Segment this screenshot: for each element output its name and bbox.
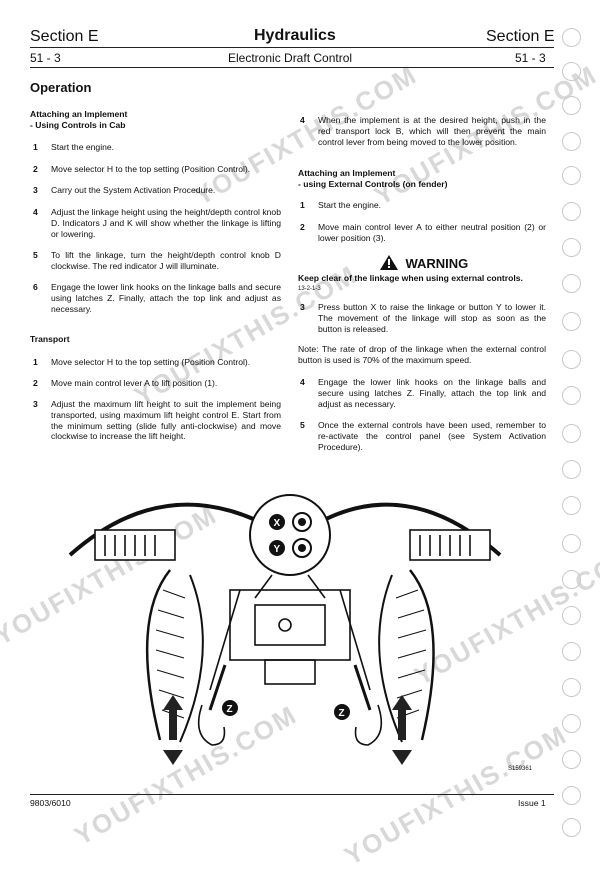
step-number: 3 bbox=[300, 302, 305, 312]
external-step-2: Move main control lever A to either neut… bbox=[318, 222, 546, 243]
cab-step-6: Engage the lower link hooks on the linka… bbox=[51, 282, 281, 314]
page-number-left: 51 - 3 bbox=[30, 51, 61, 65]
subheader-rule bbox=[30, 67, 554, 68]
document-number: 9803/6010 bbox=[30, 798, 71, 808]
note: Note: The rate of drop of the linkage wh… bbox=[298, 344, 546, 365]
step-number: 5 bbox=[33, 250, 38, 260]
transport-step-1: Move selector H to the top setting (Posi… bbox=[51, 357, 251, 367]
label-z-left: Z bbox=[227, 704, 233, 715]
section-right: Section E bbox=[486, 28, 555, 45]
external-step-3: Press button X to raise the linkage or b… bbox=[318, 302, 546, 334]
transport-heading: Transport bbox=[30, 334, 70, 344]
cab-step-1: Start the engine. bbox=[51, 142, 115, 152]
figure-reference: S159361 bbox=[508, 766, 533, 772]
warning-block: WARNING bbox=[380, 255, 468, 273]
step-number: 4 bbox=[300, 115, 305, 125]
section-left: Section E bbox=[30, 28, 99, 45]
external-step-5: Once the external controls have been use… bbox=[318, 420, 546, 452]
page-number-right: 51 - 3 bbox=[515, 51, 546, 65]
cab-step-2: Move selector H to the top setting (Posi… bbox=[51, 164, 251, 174]
label-x: X bbox=[274, 518, 281, 529]
warning-text: Keep clear of the linkage when using ext… bbox=[298, 273, 523, 283]
external-step-1: Start the engine. bbox=[318, 200, 382, 210]
transport-step-2: Move main control lever A to lift positi… bbox=[51, 378, 218, 388]
step-number: 6 bbox=[33, 282, 38, 292]
warning-code: 13-2-1-3 bbox=[298, 286, 321, 292]
cab-heading: Attaching an Implement - Using Controls … bbox=[30, 109, 128, 130]
step-number: 3 bbox=[33, 185, 38, 195]
label-z-right: Z bbox=[339, 708, 345, 719]
issue-label: Issue 1 bbox=[518, 798, 546, 808]
step-number: 1 bbox=[300, 200, 305, 210]
warning-title: WARNING bbox=[405, 256, 469, 271]
step-number: 3 bbox=[33, 399, 38, 409]
step-number: 5 bbox=[300, 420, 305, 430]
step-number: 1 bbox=[33, 142, 38, 152]
operation-heading: Operation bbox=[30, 80, 92, 95]
footer-rule bbox=[30, 794, 554, 795]
tractor-rear-illustration: X Y Z Z S159361 bbox=[68, 494, 533, 772]
cab-step-5: To lift the linkage, turn the height/dep… bbox=[51, 250, 281, 271]
external-heading: Attaching an Implement - using External … bbox=[298, 168, 448, 189]
step-number: 2 bbox=[300, 222, 305, 232]
step-number: 4 bbox=[33, 207, 38, 217]
page-subtitle: Electronic Draft Control bbox=[228, 51, 353, 65]
label-y: Y bbox=[274, 544, 281, 555]
step-number: 1 bbox=[33, 357, 38, 367]
step-number: 4 bbox=[300, 377, 305, 387]
transport-step-4: When the implement is at the desired hei… bbox=[318, 115, 546, 147]
header-rule bbox=[30, 47, 554, 49]
step-number: 2 bbox=[33, 164, 38, 174]
page-title: Hydraulics bbox=[254, 27, 336, 44]
cab-step-4: Adjust the linkage height using the heig… bbox=[51, 207, 281, 239]
cab-step-3: Carry out the System Activation Procedur… bbox=[51, 185, 216, 195]
step-number: 2 bbox=[33, 378, 38, 388]
transport-step-3: Adjust the maximum lift height to suit t… bbox=[51, 399, 281, 442]
external-step-4: Engage the lower link hooks on the linka… bbox=[318, 377, 546, 409]
warning-icon bbox=[380, 255, 398, 270]
